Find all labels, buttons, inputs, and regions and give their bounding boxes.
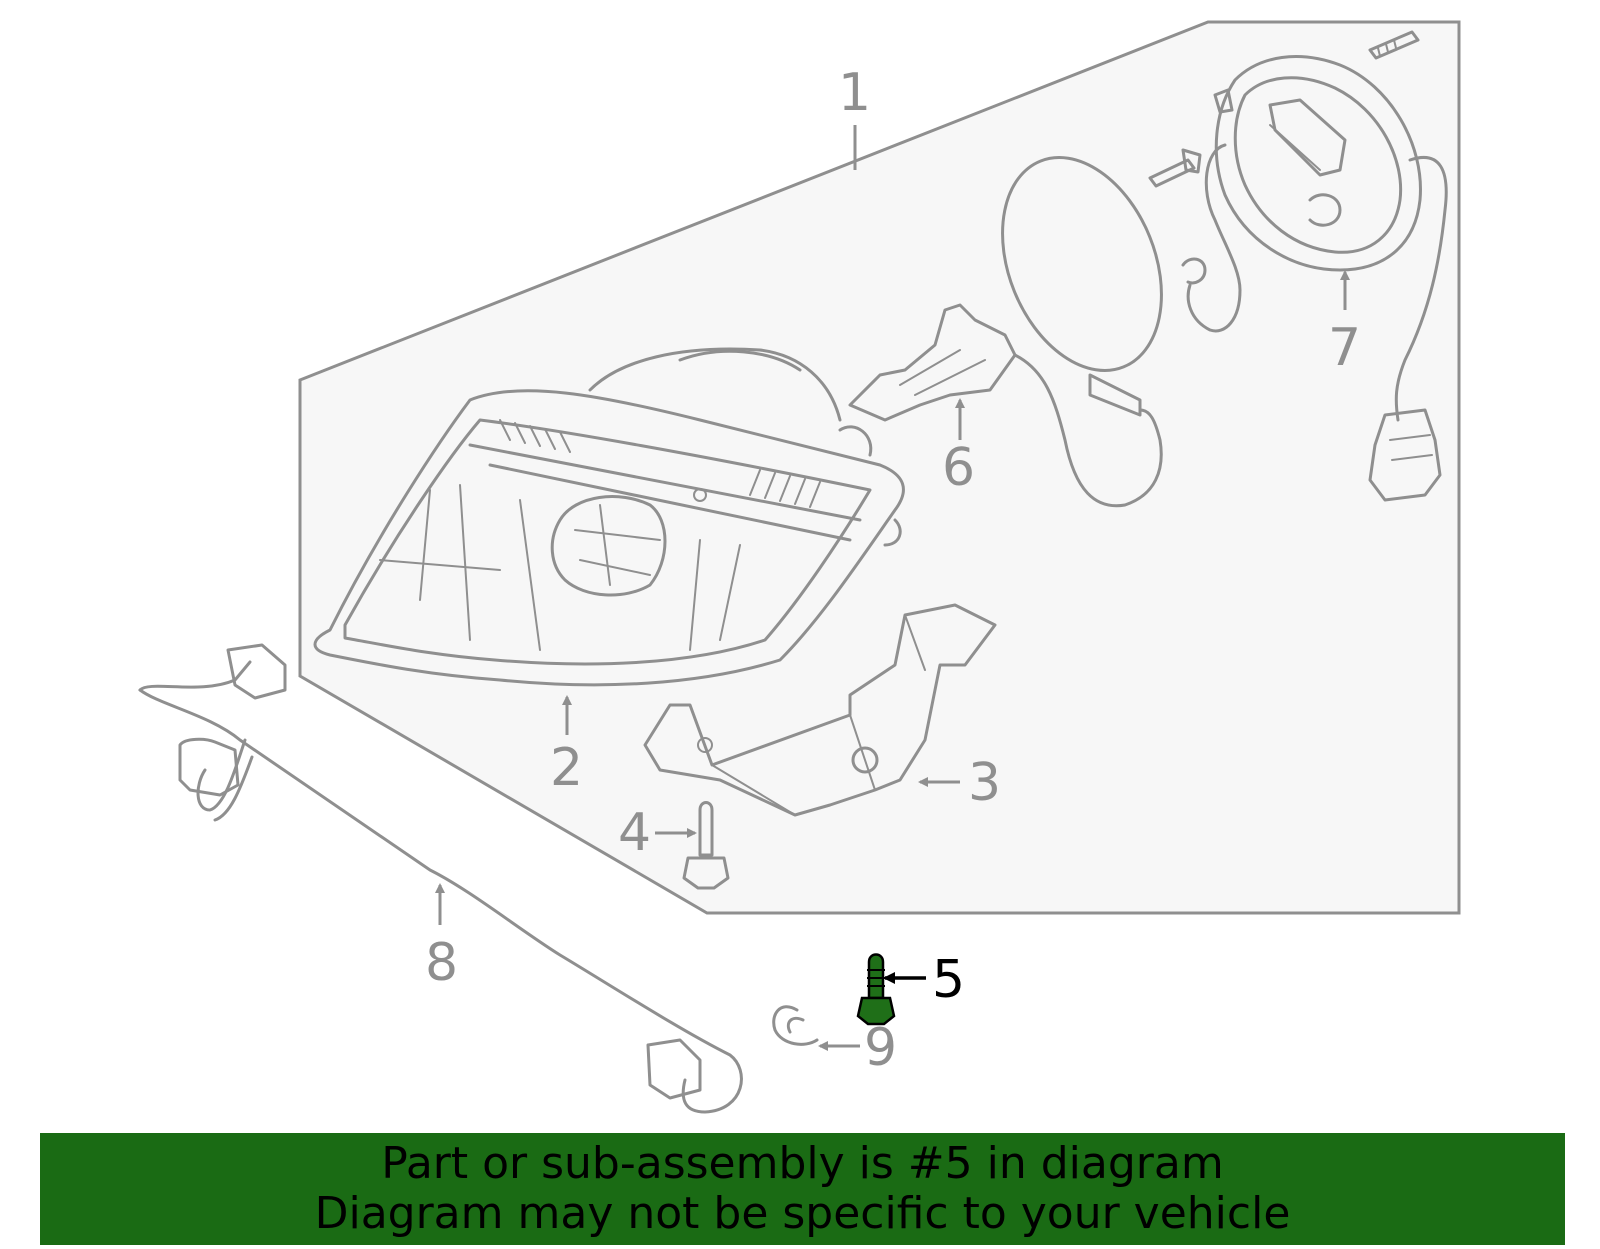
bracket-part — [643, 603, 997, 817]
callout-5: 5 — [932, 950, 965, 1010]
wiring-harness-part — [138, 643, 743, 1114]
callout-3: 3 — [968, 753, 1001, 813]
callout-2: 2 — [550, 738, 583, 798]
info-banner: Part or sub-assembly is #5 in diagram Di… — [40, 1133, 1565, 1245]
banner-line-2: Diagram may not be specific to your vehi… — [314, 1188, 1291, 1239]
assembly-panel — [298, 20, 1461, 915]
screw-top-right — [1368, 30, 1420, 60]
callout-4: 4 — [618, 803, 651, 863]
callout-8: 8 — [425, 933, 458, 993]
seal-ring-part — [1001, 156, 1163, 372]
callout-6: 6 — [942, 438, 975, 498]
banner-line-1: Part or sub-assembly is #5 in diagram — [381, 1138, 1224, 1189]
screw-middle — [1148, 148, 1202, 188]
headlamp-housing-part — [313, 347, 905, 687]
callout-7: 7 — [1328, 318, 1361, 378]
leader-lines — [435, 125, 1350, 1051]
highlighted-bolt-part-5[interactable] — [856, 953, 896, 1026]
bolt-part-4 — [682, 801, 730, 890]
callout-9: 9 — [864, 1018, 897, 1078]
bulb-part — [848, 303, 1163, 508]
clip-part — [772, 1005, 819, 1046]
callout-1: 1 — [838, 63, 871, 123]
socket-harness-part — [1181, 55, 1448, 502]
